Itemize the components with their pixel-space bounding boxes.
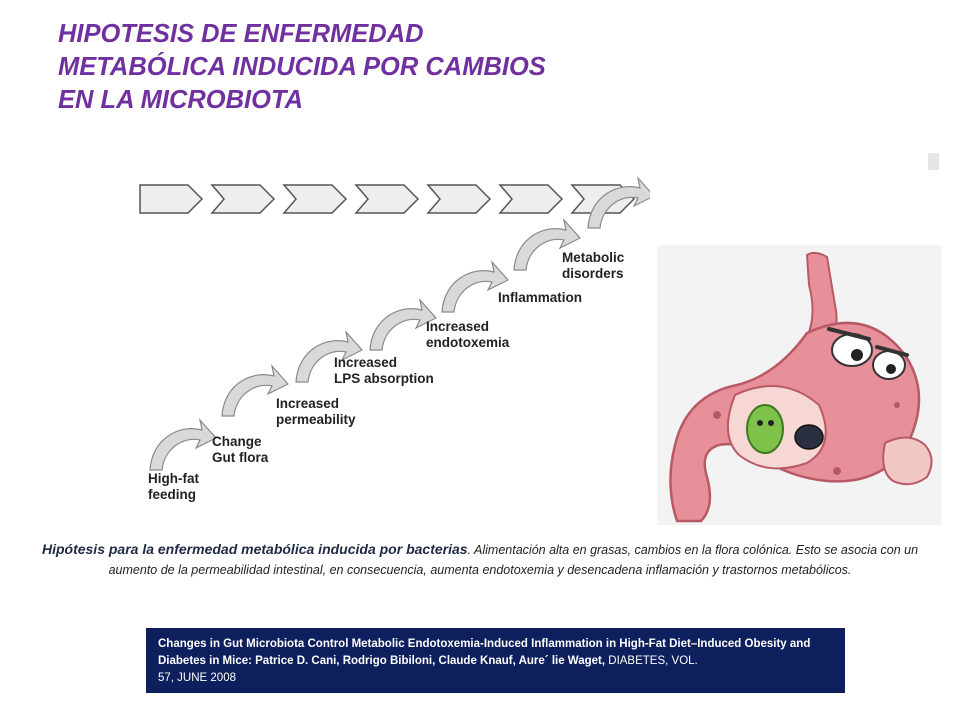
chevron-2 xyxy=(210,184,276,214)
chevron-1 xyxy=(139,184,204,214)
chevron-6 xyxy=(498,184,564,214)
side-marker xyxy=(928,153,939,170)
curved-arrow-group xyxy=(149,175,650,471)
curved-arrow-6 xyxy=(513,217,581,271)
title-line-1: HIPOTESIS DE ENFERMEDAD xyxy=(58,20,424,48)
caption-lead: Hipótesis para la enfermedad metabólica … xyxy=(41,541,468,557)
reference-citation: Changes in Gut Microbiota Control Metabo… xyxy=(158,638,811,667)
curved-arrow-3 xyxy=(295,329,363,383)
stage-label-6: Inflammation xyxy=(498,290,582,305)
curved-arrow-2 xyxy=(221,363,289,417)
title-line-2: METABÓLICA INDUCIDA POR CAMBIOS xyxy=(58,53,546,81)
title-line-3: EN LA MICROBIOTA xyxy=(58,86,304,114)
curved-arrow-7 xyxy=(587,175,650,229)
page-title: HIPOTESIS DE ENFERMEDAD METABÓLICA INDUC… xyxy=(58,18,678,117)
chevron-3 xyxy=(282,184,348,214)
reference-box: Changes in Gut Microbiota Control Metabo… xyxy=(146,628,845,693)
chevron-row xyxy=(139,184,636,214)
curved-arrow-5 xyxy=(441,259,509,313)
reference-journal: DIABETES, VOL. xyxy=(608,655,698,667)
curved-arrow-4 xyxy=(369,297,437,351)
reference-volume: 57, JUNE 2008 xyxy=(158,672,236,684)
stomach-illustration xyxy=(657,245,941,525)
figure-caption: Hipótesis para la enfermedad metabólica … xyxy=(40,540,920,580)
chevron-5 xyxy=(426,184,492,214)
chevron-4 xyxy=(354,184,420,214)
curved-arrow-1 xyxy=(149,417,217,471)
cartoon-stomach-icon xyxy=(669,251,933,523)
caption-body: . Alimentación alta en grasas, cambios e… xyxy=(108,543,919,577)
